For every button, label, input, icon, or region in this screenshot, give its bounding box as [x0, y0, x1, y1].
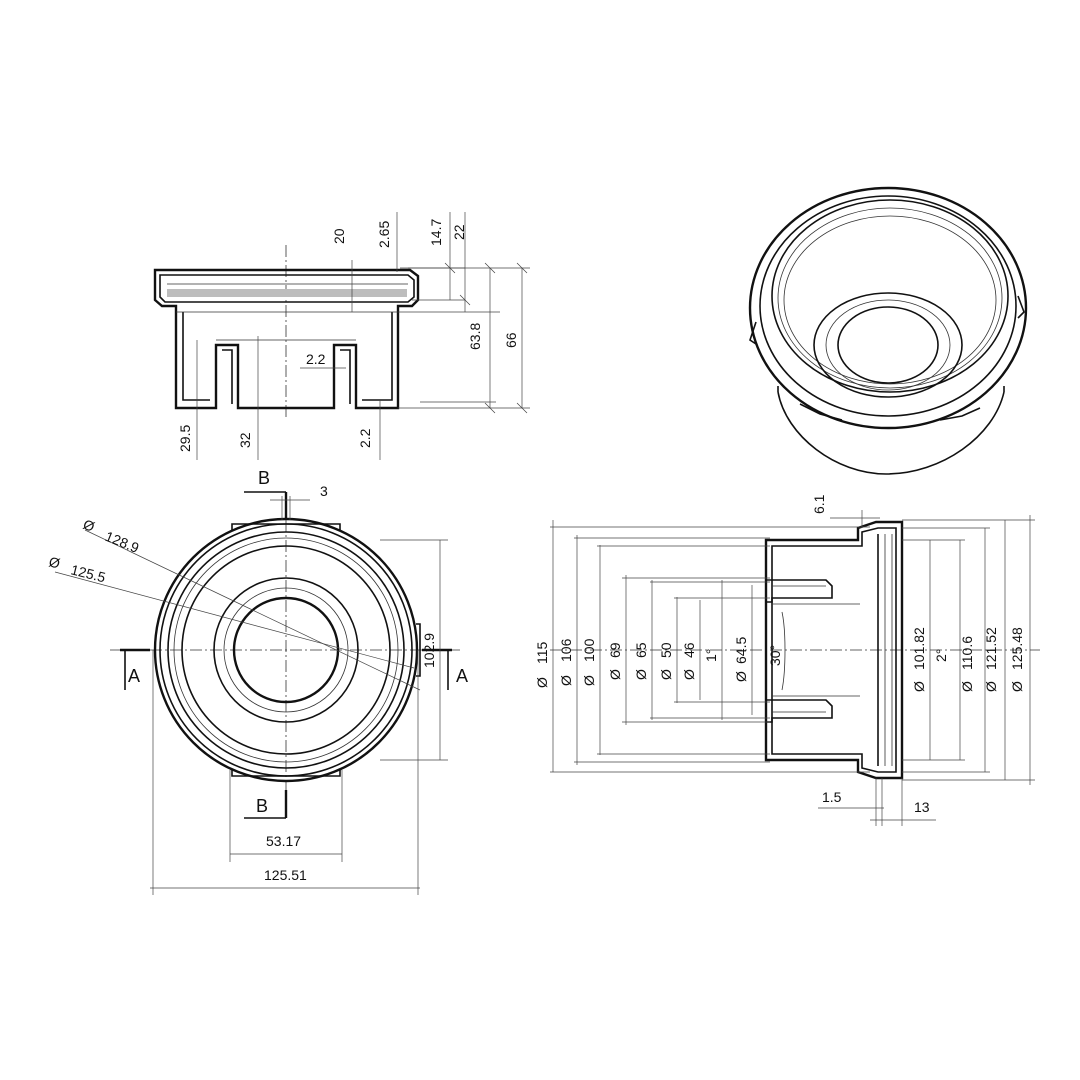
dia-128-9: 128.9	[103, 528, 142, 556]
dim-32: 32	[237, 432, 253, 448]
front-view: 20 2.65 14.7 22 63.8 66 2.2 29.5 32 2.2	[153, 212, 530, 460]
iso-body	[777, 391, 1005, 475]
dim-3: 3	[320, 483, 328, 499]
dia-69: 69	[607, 642, 623, 658]
dia-125-48: 125.48	[1009, 627, 1025, 670]
isometric-view	[748, 186, 1028, 475]
dia-121-52: 121.52	[983, 627, 999, 670]
iso-rim-outer	[748, 186, 1028, 430]
dia-50-symbol: Ø	[658, 669, 674, 680]
dia-125-5-symbol: Ø	[47, 553, 62, 571]
dia-50: 50	[658, 642, 674, 658]
angle-1: 1°	[703, 649, 719, 662]
front-view-band	[167, 289, 407, 297]
dia-125-5: 125.5	[69, 561, 107, 585]
dim-2-2-bottom: 2.2	[357, 428, 373, 448]
iso-hub-outer	[813, 292, 963, 398]
section-view: 6.1 Ø 115 Ø 106 Ø 100 Ø 69 Ø 65 Ø 50 Ø 4…	[534, 494, 1040, 826]
dim-102-9: 102.9	[421, 633, 437, 668]
dia-46-symbol: Ø	[681, 669, 697, 680]
section-a-left: A	[128, 666, 140, 686]
dia-46: 46	[681, 642, 697, 658]
dim-2-65: 2.65	[376, 221, 392, 248]
dia-65: 65	[633, 642, 649, 658]
section-b-top: B	[258, 468, 270, 488]
angle-30: 30°	[767, 645, 783, 666]
section-a-right: A	[456, 666, 468, 686]
dim-20: 20	[331, 228, 347, 244]
dia-101-82-symbol: Ø	[911, 681, 927, 692]
section-b-bottom: B	[256, 796, 268, 816]
dim-22: 22	[451, 224, 467, 240]
dim-6-1: 6.1	[811, 494, 827, 514]
top-view: A A B B 3 Ø 128.9 Ø 125.5 102.9 53.17 12…	[47, 468, 468, 895]
dim-1-5: 1.5	[822, 789, 842, 805]
dim-2-2-mid: 2.2	[306, 351, 326, 367]
dia-115-symbol: Ø	[534, 677, 550, 688]
dia-110-6: 110.6	[959, 636, 975, 670]
dia-69-symbol: Ø	[607, 669, 623, 680]
dim-13: 13	[914, 799, 930, 815]
dia-101-82: 101.82	[911, 627, 927, 670]
dia-128-9-symbol: Ø	[81, 516, 97, 535]
dia-64-5-symbol: Ø	[733, 671, 749, 682]
dia-106: 106	[558, 638, 574, 662]
dia-121-52-symbol: Ø	[983, 681, 999, 692]
angle-2: 2°	[933, 649, 949, 662]
dia-100: 100	[581, 638, 597, 662]
dim-29-5: 29.5	[177, 425, 193, 452]
dim-63-8: 63.8	[467, 323, 483, 350]
dia-106-symbol: Ø	[558, 675, 574, 686]
top-view-bore	[232, 596, 340, 704]
dim-66: 66	[503, 332, 519, 348]
dia-110-6-symbol: Ø	[959, 681, 975, 692]
dia-64-5: 64.5	[733, 637, 749, 664]
dim-53-17: 53.17	[266, 833, 301, 849]
dim-14-7: 14.7	[428, 219, 444, 246]
dia-65-symbol: Ø	[633, 669, 649, 680]
dim-125-51: 125.51	[264, 867, 307, 883]
dia-100-symbol: Ø	[581, 675, 597, 686]
dia-125-48-symbol: Ø	[1009, 681, 1025, 692]
front-view-outline	[153, 268, 420, 410]
dia-115: 115	[534, 641, 550, 664]
